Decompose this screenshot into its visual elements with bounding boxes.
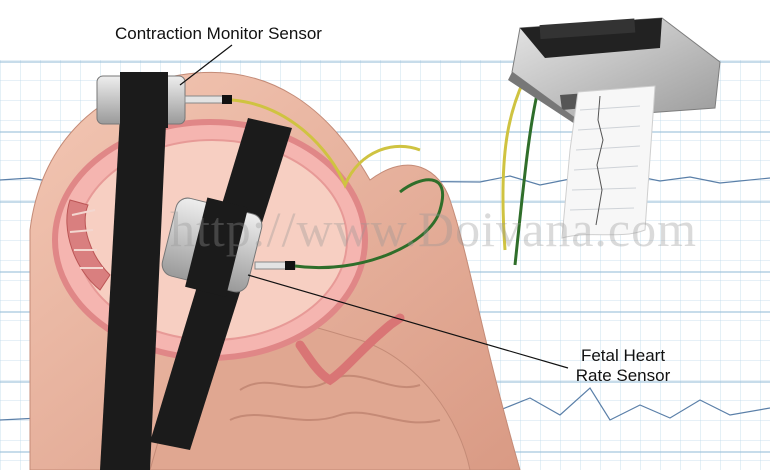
contraction-leader-line xyxy=(179,44,233,86)
fhr-label-line1: Fetal Heart xyxy=(580,346,666,365)
fetal-heart-rate-sensor-label: Fetal Heart Rate Sensor xyxy=(548,346,698,386)
monitor-cable-yellow xyxy=(501,79,526,251)
upper-belt xyxy=(100,80,168,470)
green-cable-fhr xyxy=(294,178,444,270)
watermark-text: http://www.Doivana.com xyxy=(170,201,698,257)
ctg-printout xyxy=(561,85,656,239)
contraction-sensor-strap xyxy=(120,72,168,128)
fhr-sensor-strap xyxy=(185,197,249,297)
placenta-texture xyxy=(69,209,103,269)
fhr-label-line2: Rate Sensor xyxy=(575,366,671,385)
fhr-sensor-plug-tip xyxy=(285,261,295,270)
contraction-monitor-sensor-label: Contraction Monitor Sensor xyxy=(115,24,322,43)
fetal-monitor-device xyxy=(508,17,721,126)
fhr-leader-line xyxy=(247,274,569,369)
yellow-cable xyxy=(231,98,421,189)
contraction-sensor-plug-tip xyxy=(222,95,232,104)
cervix xyxy=(295,313,405,386)
